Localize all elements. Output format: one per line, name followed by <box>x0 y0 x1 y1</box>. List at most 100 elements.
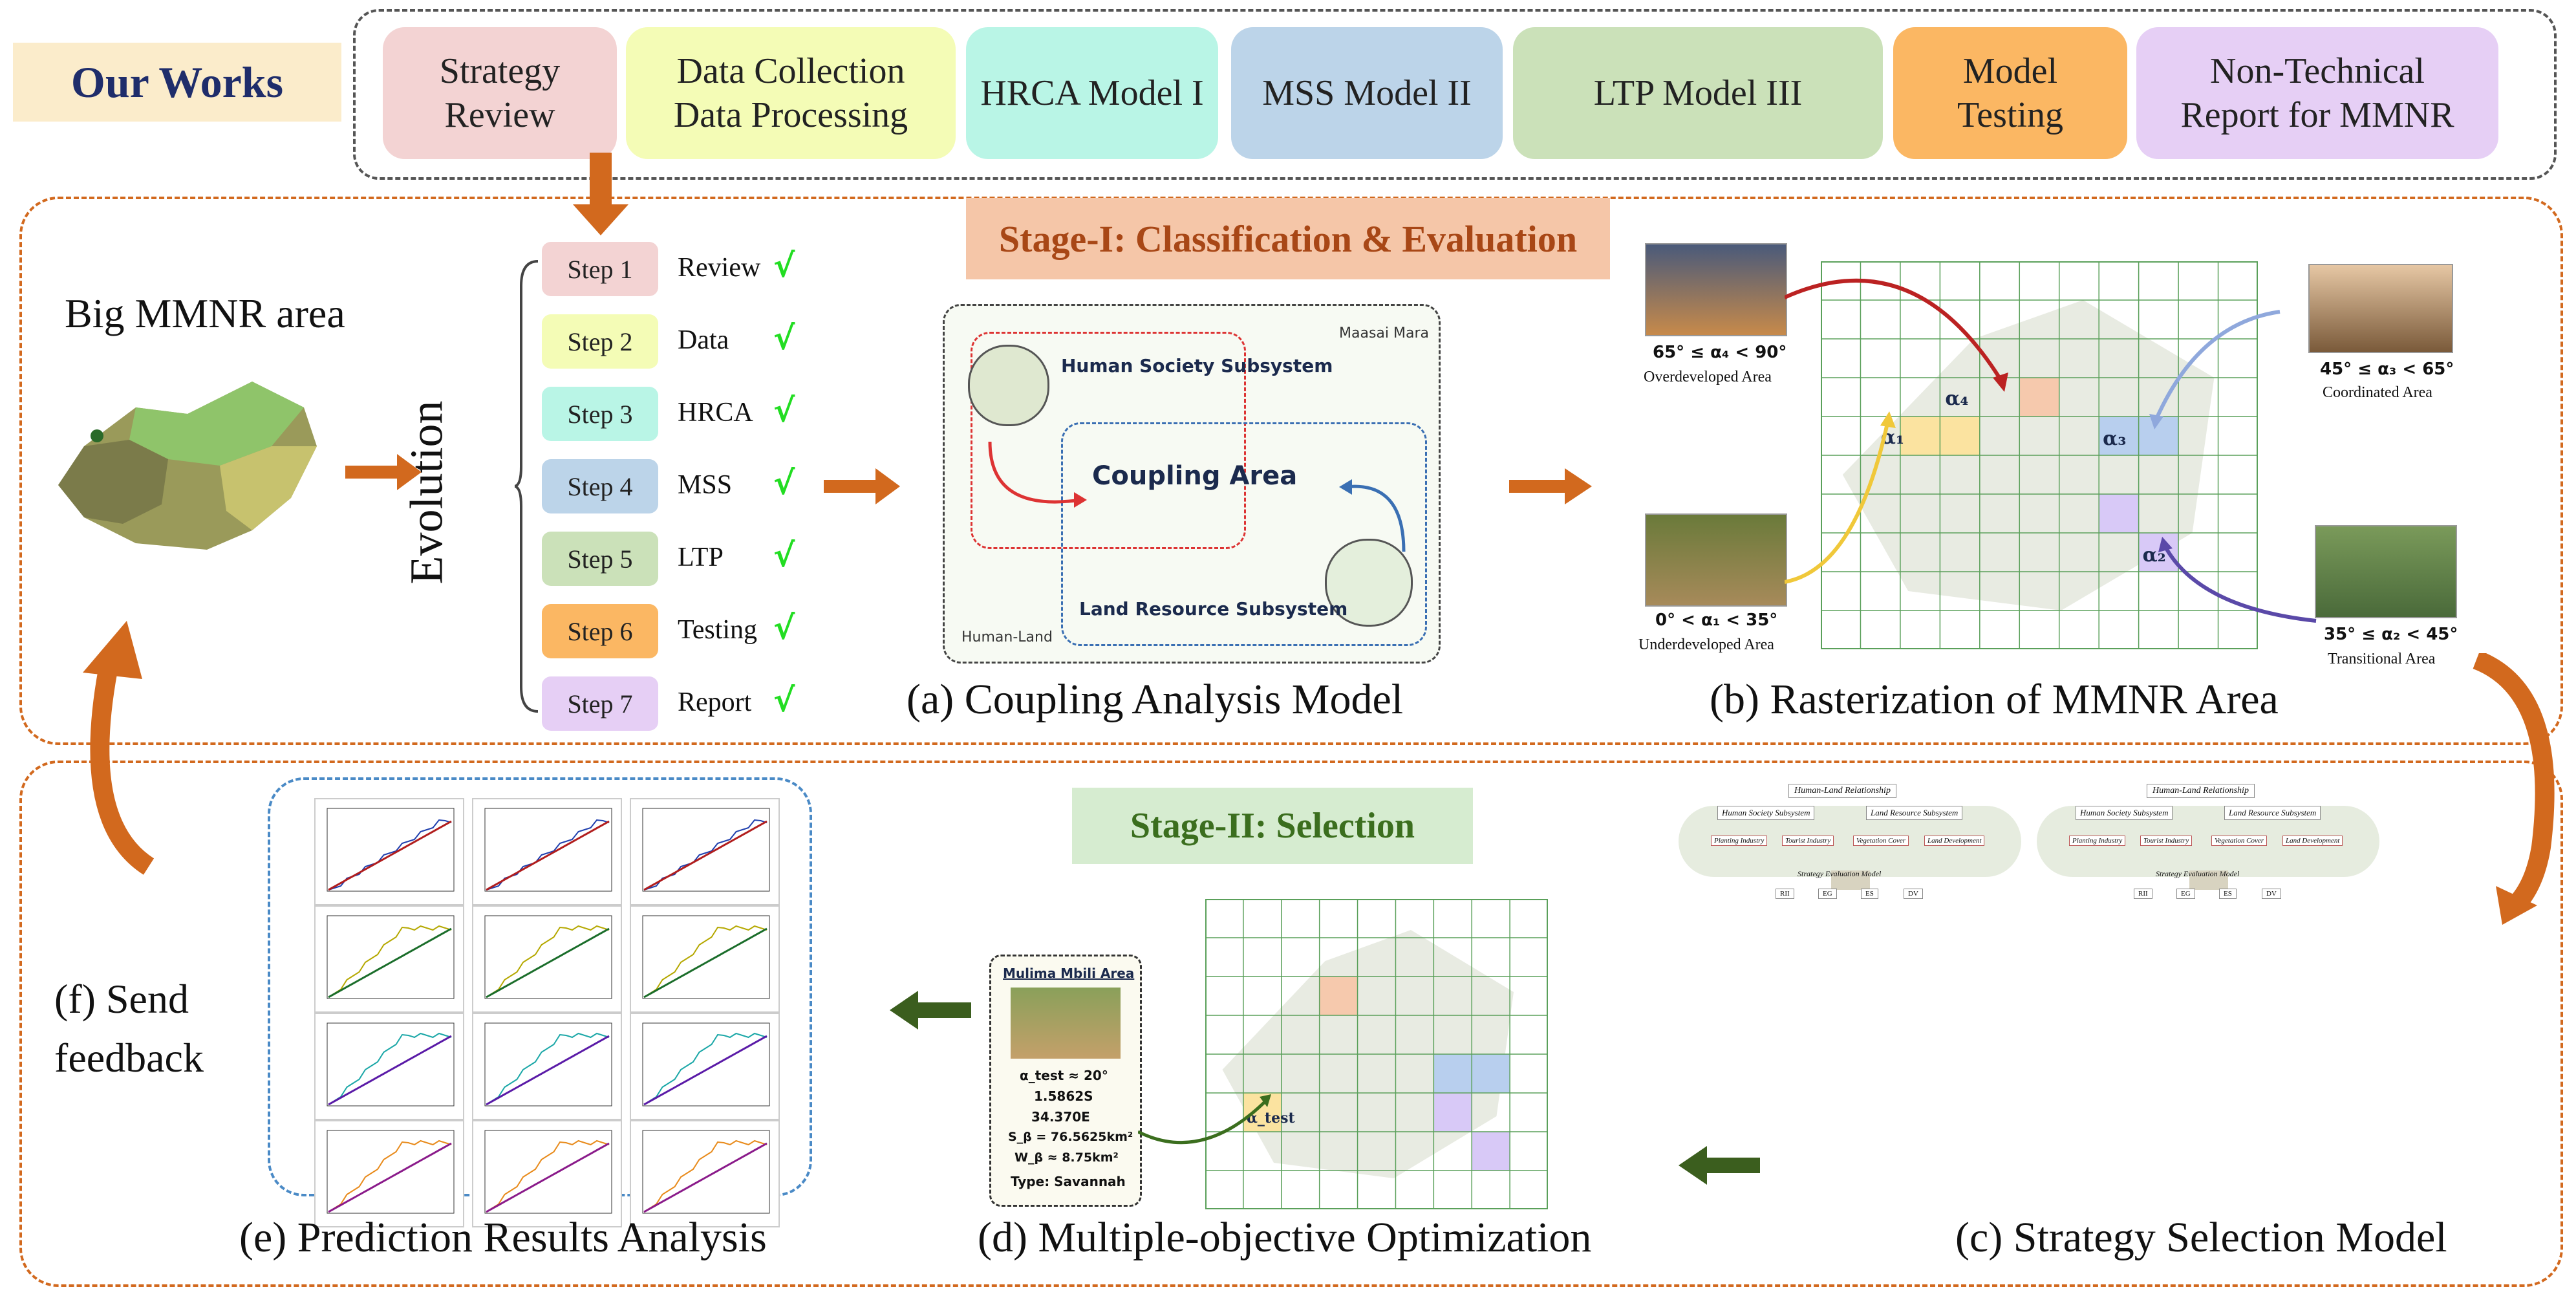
tree-leaf: Vegetation Cover <box>2211 836 2268 846</box>
caption-a: (a) Coupling Analysis Model <box>907 676 1404 723</box>
tree-leaf: Planting Industry <box>2069 836 2126 846</box>
arrow-feedback-up <box>83 621 155 875</box>
site-to-grid-arrow <box>1138 1094 1271 1145</box>
step-name: Data <box>678 325 729 355</box>
series-line <box>486 1032 610 1105</box>
series-line <box>328 925 452 998</box>
tree-root: RII <box>1776 889 1794 899</box>
mmnr-map <box>58 382 317 550</box>
review-down-arrow <box>573 153 628 235</box>
prediction-mini-chart <box>472 798 622 905</box>
stage2-frame <box>19 761 2563 1287</box>
prediction-mini-chart <box>630 798 780 905</box>
tree-trunk <box>1831 870 1870 890</box>
tree-leaf: Tourist Industry <box>2140 836 2193 846</box>
arrow-to-stage2 <box>2473 653 2555 925</box>
tree-leaf: Planting Industry <box>1711 836 1768 846</box>
site-lat: 1.5862S <box>1034 1088 1093 1104</box>
prediction-mini-chart <box>472 1013 622 1120</box>
task-label: Strategy Review <box>439 50 561 135</box>
tree-root: RII <box>2134 889 2152 899</box>
coord-name: Coordinated Area <box>2323 384 2432 401</box>
tree-model: Strategy Evaluation Model <box>2156 869 2240 878</box>
series-line <box>486 1142 610 1213</box>
area-arrows <box>1785 278 2317 623</box>
tree-root: EG <box>2176 889 2195 899</box>
stage1-title: Stage-I: Classification & Evaluation <box>966 198 1610 279</box>
series-line <box>328 1139 452 1213</box>
tree-right: Land Resource Subsystem <box>2224 806 2321 820</box>
highlight-cell <box>1319 977 1358 1015</box>
tree-top: Human-Land Relationship <box>2147 784 2255 798</box>
stage1-title-text: Stage-I: Classification & Evaluation <box>998 217 1578 260</box>
stage2-title-text: Stage-II: Selection <box>1130 806 1415 846</box>
check-icon: √ <box>773 319 795 357</box>
axes-frame <box>327 1022 455 1107</box>
highlight-cell <box>2019 378 2059 416</box>
site-name: Mulima Mbili Area <box>1003 966 1135 981</box>
site-alpha: α_test ≈ 20° <box>1020 1068 1108 1083</box>
site-w: W_β ≈ 8.75km² <box>1014 1150 1119 1165</box>
series-line <box>486 925 610 998</box>
task-box-1: Strategy Review <box>383 27 617 159</box>
tree-root: DV <box>2262 889 2281 899</box>
prediction-mini-chart <box>630 905 780 1013</box>
series-line <box>328 1142 452 1213</box>
arrow-c-to-d <box>1679 1146 1760 1185</box>
step-box-1: Step 1 <box>542 242 658 296</box>
highlight-cell <box>1472 1132 1510 1171</box>
prediction-mini-chart <box>314 798 464 905</box>
tree-left: Human Society Subsystem <box>2076 806 2173 820</box>
tree-root: ES <box>2219 889 2237 899</box>
series-line <box>643 820 767 891</box>
prediction-mini-chart <box>472 1120 622 1227</box>
resort-photo <box>2308 264 2453 353</box>
task-box-5: LTP Model III <box>1513 27 1883 159</box>
tree-leaf: Tourist Industry <box>1782 836 1834 846</box>
prediction-mini-chart <box>630 1120 780 1227</box>
maasai-mara-label: Maasai Mara <box>1339 325 1429 341</box>
tree-model: Strategy Evaluation Model <box>1798 869 1882 878</box>
step-box-3: Step 3 <box>542 387 658 441</box>
step-name: MSS <box>678 470 733 500</box>
series-line <box>643 1035 767 1106</box>
task-label: LTP Model III <box>1593 72 1803 113</box>
axes-frame <box>642 1130 770 1214</box>
highlight-cell <box>1900 416 1940 455</box>
step-name: Review <box>678 253 761 283</box>
lodge-photo <box>1645 243 1787 336</box>
step-name: Report <box>678 687 752 717</box>
task-label: Non-Technical Report for MMNR <box>2180 50 2454 135</box>
coupling-area-label: Coupling Area <box>1092 461 1298 491</box>
step-box-4: Step 4 <box>542 459 658 513</box>
highlight-cell <box>1433 1093 1472 1132</box>
caption-e: (e) Prediction Results Analysis <box>239 1214 767 1261</box>
check-icon: √ <box>773 392 795 429</box>
step-box-6: Step 6 <box>542 604 658 658</box>
step-name: LTP <box>678 543 724 572</box>
site-card: Mulima Mbili Area α_test ≈ 20° 1.5862S 3… <box>989 955 1142 1207</box>
optimization-grid: α_test <box>1205 899 1548 1209</box>
human-society-icon <box>968 345 1049 426</box>
series-line <box>328 820 452 891</box>
task-box-4: MSS Model II <box>1231 27 1503 159</box>
our-works-label: Our Works <box>13 43 341 122</box>
caption-c: (c) Strategy Selection Model <box>1955 1214 2447 1261</box>
task-label: Model Testing <box>1957 50 2064 135</box>
tree-root: DV <box>1904 889 1923 899</box>
trans-name: Transitional Area <box>2328 651 2436 667</box>
prediction-mini-chart <box>314 1120 464 1227</box>
series-line <box>643 1139 767 1213</box>
series-line <box>328 1032 452 1105</box>
series-line <box>643 925 767 998</box>
tree-leaf: Vegetation Cover <box>1853 836 1909 846</box>
check-icon: √ <box>773 609 795 647</box>
land-resource-icon <box>1325 539 1413 627</box>
series-line <box>643 927 767 999</box>
arrow-d-to-e <box>890 991 971 1030</box>
series-line <box>486 1139 610 1213</box>
task-label: HRCA Model I <box>980 72 1204 113</box>
axes-frame <box>484 1130 612 1214</box>
safari-photo <box>2315 525 2457 618</box>
arrow-map-to-evolution <box>345 454 422 490</box>
